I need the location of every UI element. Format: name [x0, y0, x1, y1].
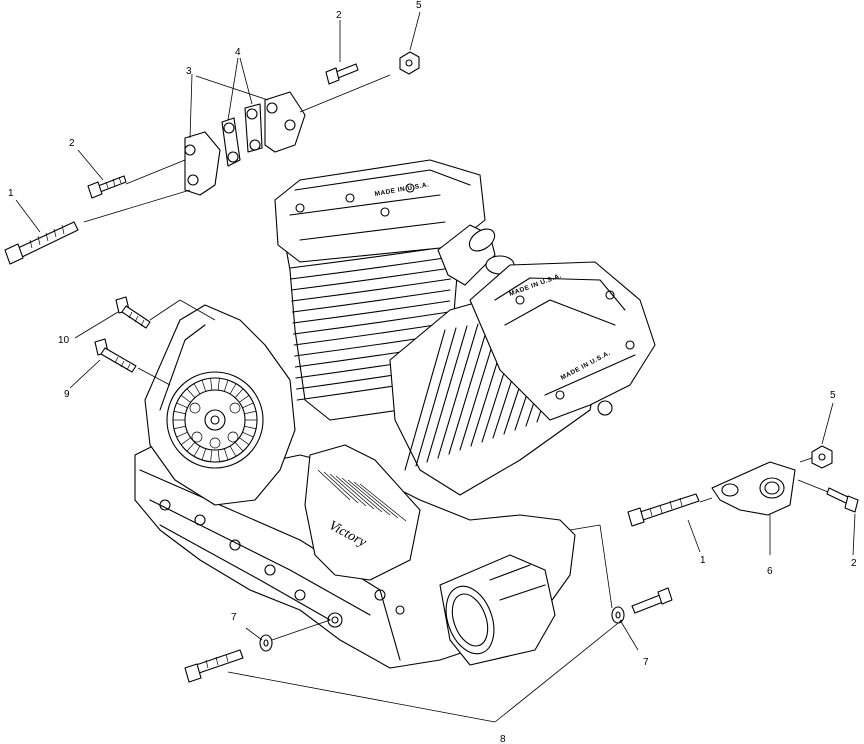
gear-tooth: [242, 402, 254, 409]
gear-tooth: [229, 445, 237, 457]
badge-rib: [323, 471, 359, 504]
gear-tooth: [193, 383, 201, 395]
cooling-fin: [291, 278, 452, 302]
cooling-fin: [293, 311, 450, 335]
gear-tooth: [173, 410, 186, 415]
gear-tooth: [239, 437, 250, 445]
callout-6: 6: [767, 566, 773, 577]
gear-tooth: [201, 448, 207, 461]
gear-tooth: [210, 449, 213, 462]
gear-tooth: [210, 378, 213, 391]
mount-bracket-6: [711, 461, 796, 516]
badge-rib: [353, 481, 399, 519]
gear-tooth: [229, 383, 237, 395]
gear-tooth: [186, 388, 196, 398]
callout-7-left: 7: [231, 612, 237, 623]
badge-rib: [317, 469, 351, 501]
leader-lines: [15, 11, 856, 723]
cooling-fin: [292, 300, 451, 324]
bolt-2-right: [826, 487, 859, 513]
gear-tooth: [180, 437, 191, 445]
callout-4: 4: [235, 47, 241, 58]
link-4-right: [244, 103, 263, 153]
callout-9: 9: [64, 389, 70, 400]
cooling-fin: [426, 325, 468, 463]
link-4-left: [221, 117, 241, 167]
cooling-fin: [290, 256, 453, 280]
gear-tooth: [176, 431, 188, 438]
cooling-fin: [437, 323, 479, 459]
gear-tooth: [244, 410, 257, 415]
callout-1-left: 1: [8, 188, 14, 199]
gear-tooth: [217, 449, 220, 462]
callout-7-right: 7: [643, 657, 649, 668]
badge-rib: [335, 475, 375, 510]
gear-tooth: [234, 442, 244, 452]
gear-tooth: [193, 445, 201, 457]
callouts: 1 2 3 4 2 5 10 9 5 1 6 2 7 7 8: [8, 0, 857, 744]
washer-7-left: [259, 634, 273, 652]
mount-bracket-3-right: [264, 91, 306, 153]
gear-tooth: [180, 395, 191, 403]
gear-tooth: [223, 379, 229, 392]
bolt-2-left: [87, 175, 127, 199]
engine-assembly: MADE IN U.S.A. MADE IN U.S.A. MADE IN U.…: [134, 159, 656, 669]
callout-10: 10: [58, 335, 70, 346]
gear-tooth: [186, 442, 196, 452]
intake-tube: [437, 224, 515, 286]
callout-8: 8: [500, 734, 506, 744]
callout-1-right: 1: [700, 555, 706, 566]
bolt-10: [115, 296, 151, 329]
washer-7-right: [611, 606, 625, 624]
callout-2-right: 2: [851, 558, 857, 569]
cooling-fin: [415, 327, 457, 467]
bolt-8-left: [184, 649, 244, 683]
bolt-9: [94, 338, 137, 373]
gear-tooth: [244, 425, 257, 430]
callout-2-left: 2: [69, 138, 75, 149]
victory-badge-cover: Victory: [304, 444, 421, 581]
gear-tooth: [234, 388, 244, 398]
gear-tooth: [217, 378, 220, 391]
cooling-fin: [290, 267, 452, 291]
badge-rib: [359, 483, 407, 522]
gear-tooth: [242, 431, 254, 438]
bolt-1-right: [627, 493, 700, 527]
badge-rib: [341, 477, 383, 513]
timing-cover: [144, 304, 296, 506]
callout-5-top: 5: [416, 0, 422, 11]
gear-tooth: [173, 425, 186, 430]
cooling-fin: [291, 289, 451, 313]
rear-cylinder: MADE IN U.S.A. MADE IN U.S.A.: [389, 261, 656, 496]
nut-5-top: [399, 51, 420, 75]
gear-tooth: [239, 395, 250, 403]
mount-bracket-3-left: [184, 131, 221, 196]
bolt-1-left: [4, 221, 79, 265]
callout-3: 3: [186, 66, 192, 77]
badge-rib: [347, 479, 391, 516]
starter-motor: [439, 554, 556, 666]
badge-rib: [329, 473, 367, 507]
nut-5-right: [811, 445, 833, 469]
gear-tooth: [176, 402, 188, 409]
bolt-8-right: [631, 587, 673, 614]
gear-tooth: [223, 448, 229, 461]
cooling-fin: [448, 321, 490, 455]
callout-5-right: 5: [830, 390, 836, 401]
cooling-fin: [404, 329, 446, 471]
gear-tooth: [201, 379, 207, 392]
callout-2-top: 2: [336, 10, 342, 21]
bolt-2-top: [325, 63, 359, 85]
